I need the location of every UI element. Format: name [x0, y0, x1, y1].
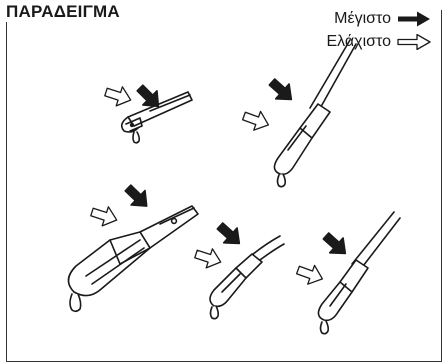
- illustration-arm-twisted: [193, 219, 284, 319]
- illustration-arm-long: [241, 40, 356, 187]
- illustration-arm-long-2: [295, 212, 400, 334]
- illustration-arm-wide: [68, 181, 198, 311]
- illustration-arm-small: [103, 81, 192, 143]
